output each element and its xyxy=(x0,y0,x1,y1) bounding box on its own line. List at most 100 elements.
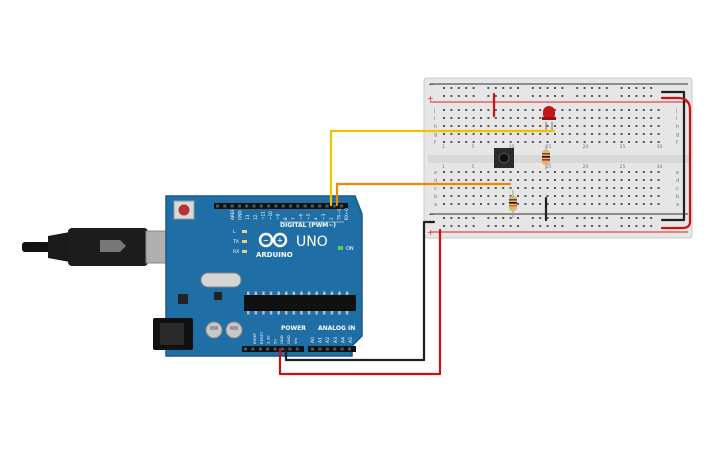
terminal-hole xyxy=(598,171,601,173)
rail-hole xyxy=(509,95,512,97)
chip-pin xyxy=(315,311,318,315)
terminal-hole xyxy=(620,187,623,189)
digital-pin[interactable] xyxy=(318,204,322,208)
terminal-hole xyxy=(657,187,660,189)
power-pin[interactable] xyxy=(288,347,292,351)
terminal-hole xyxy=(583,141,586,143)
power-pin[interactable] xyxy=(295,347,299,351)
status-led-label: TX xyxy=(232,239,239,245)
terminal-hole xyxy=(642,109,645,111)
terminal-hole xyxy=(650,125,653,127)
power-pin[interactable] xyxy=(244,347,247,351)
terminal-hole xyxy=(628,125,630,127)
digital-pin[interactable] xyxy=(281,204,285,208)
digital-pin[interactable] xyxy=(310,204,314,208)
resistor-button-band-3 xyxy=(509,205,517,207)
chip-pin xyxy=(247,311,250,315)
terminal-hole xyxy=(613,109,616,111)
pushbutton[interactable] xyxy=(494,148,514,168)
terminal-hole xyxy=(650,203,653,205)
terminal-hole xyxy=(591,187,593,189)
reset-button[interactable] xyxy=(178,204,190,216)
terminal-hole xyxy=(494,179,497,181)
terminal-hole xyxy=(465,141,468,143)
rail-hole xyxy=(502,217,505,219)
power-pin[interactable] xyxy=(266,347,270,351)
digital-pin[interactable] xyxy=(216,204,219,208)
terminal-hole xyxy=(509,171,512,173)
digital-pin[interactable] xyxy=(252,204,256,208)
terminal-hole xyxy=(480,179,482,181)
terminal-hole xyxy=(657,133,660,135)
analog-pin[interactable] xyxy=(348,347,351,351)
rail-hole xyxy=(546,225,549,227)
terminal-hole xyxy=(561,125,564,127)
terminal-hole xyxy=(650,141,653,143)
digital-pin[interactable] xyxy=(223,204,227,208)
rail-hole xyxy=(443,95,445,97)
column-number: 20 xyxy=(583,164,589,170)
wire-orange[interactable] xyxy=(335,182,512,207)
terminal-hole xyxy=(517,133,519,135)
analog-pin[interactable] xyxy=(325,347,329,351)
terminal-hole xyxy=(613,133,616,135)
rail-hole xyxy=(635,95,638,97)
analog-pin[interactable] xyxy=(311,347,314,351)
column-number: 5 xyxy=(472,144,475,150)
terminal-hole xyxy=(472,117,475,119)
digital-pin[interactable] xyxy=(267,204,271,208)
power-pin[interactable] xyxy=(258,347,262,351)
analog-pin-label: A2 xyxy=(325,337,331,343)
digital-pin[interactable] xyxy=(325,204,329,208)
terminal-hole xyxy=(465,109,468,111)
digital-pin[interactable] xyxy=(340,204,344,208)
digital-pin[interactable] xyxy=(296,204,300,208)
terminal-hole xyxy=(465,179,468,181)
digital-pin[interactable] xyxy=(259,204,263,208)
terminal-hole xyxy=(494,109,497,111)
red-led[interactable] xyxy=(542,106,556,130)
terminal-hole xyxy=(605,117,608,119)
power-pin[interactable] xyxy=(251,347,255,351)
analog-pin[interactable] xyxy=(333,347,337,351)
digital-pin[interactable] xyxy=(237,204,241,208)
digital-pin[interactable] xyxy=(274,204,278,208)
power-pin[interactable] xyxy=(281,347,284,351)
digital-pin[interactable] xyxy=(245,204,249,208)
rail-hole xyxy=(561,95,564,97)
digital-pin[interactable] xyxy=(303,204,307,208)
digital-pin[interactable] xyxy=(289,204,292,208)
terminal-hole xyxy=(487,141,490,143)
rail-minus-label-bottom: − xyxy=(428,210,435,219)
terminal-hole xyxy=(576,133,579,135)
wire-red-5v[interactable] xyxy=(278,228,442,376)
chip-pin xyxy=(300,311,303,315)
wire-black-gnd[interactable] xyxy=(284,220,436,362)
terminal-hole xyxy=(613,203,616,205)
wire-black-rail-jumper[interactable] xyxy=(660,90,686,222)
rail-hole xyxy=(650,217,653,219)
status-led-label: RX xyxy=(233,249,239,255)
terminal-hole xyxy=(539,203,542,205)
column-number: 5 xyxy=(472,164,475,170)
terminal-hole xyxy=(635,109,638,111)
analog-pin[interactable] xyxy=(340,347,344,351)
resistor-button[interactable] xyxy=(509,190,517,218)
analog-pin[interactable] xyxy=(318,347,322,351)
wire-yellow[interactable] xyxy=(329,129,556,207)
analog-pin-label: A4 xyxy=(340,337,346,343)
rail-hole xyxy=(620,87,623,89)
terminal-hole xyxy=(457,109,460,111)
power-pin[interactable] xyxy=(273,347,277,351)
rail-hole xyxy=(635,87,638,89)
wire-red-rail-jumper[interactable] xyxy=(660,96,692,230)
resistor-led-band-3 xyxy=(542,159,550,161)
row-letter: j xyxy=(675,108,677,114)
resistor-led[interactable] xyxy=(542,145,550,170)
rail-hole xyxy=(517,95,519,97)
digital-pin[interactable] xyxy=(332,204,336,208)
column-number: 25 xyxy=(620,144,626,150)
row-letter: b xyxy=(434,194,437,200)
terminal-hole xyxy=(546,125,549,127)
digital-pin[interactable] xyxy=(230,204,234,208)
